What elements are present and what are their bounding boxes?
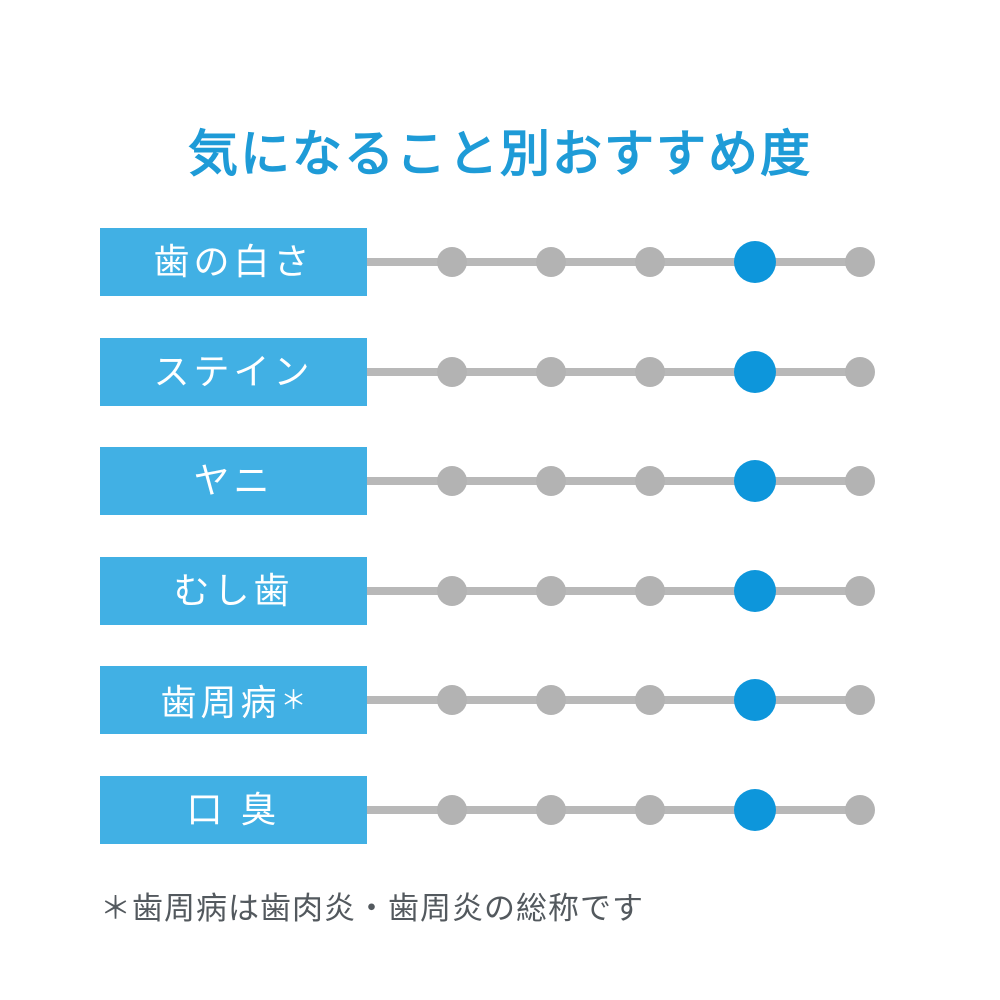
rating-row: 口 臭 <box>100 775 900 844</box>
footnote-text: ＊歯周病は歯肉炎・歯周炎の総称です <box>100 891 644 926</box>
rating-scale <box>367 338 900 406</box>
scale-dot-inactive <box>635 356 665 387</box>
rating-row: ヤニ <box>100 447 900 515</box>
rating-row: 歯の白さ <box>100 228 900 296</box>
scale-dot-inactive <box>845 685 875 715</box>
rating-row: ステイン <box>100 337 900 406</box>
page-title: 気になること別おすすめ度 <box>188 126 812 182</box>
row-label-text: 歯の白さ <box>153 241 314 282</box>
scale-track <box>367 258 860 266</box>
rating-scale <box>367 447 900 515</box>
scale-dot-active <box>734 460 776 502</box>
scale-dot-inactive <box>536 575 566 606</box>
row-label-1: 歯の白さ <box>100 228 367 296</box>
row-label-text: ヤニ <box>193 460 274 501</box>
scale-dot-inactive <box>845 356 875 387</box>
rating-scale <box>367 666 900 734</box>
scale-dot-inactive <box>536 247 566 277</box>
scale-track <box>367 805 860 814</box>
row-label-text: 歯周病 <box>160 682 281 723</box>
scale-dot-inactive <box>437 685 467 715</box>
scale-track <box>367 696 860 704</box>
scale-dot-inactive <box>536 356 566 387</box>
scale-dot-inactive <box>437 575 467 606</box>
row-label-text: ステイン <box>153 350 314 392</box>
scale-dot-active <box>734 350 776 393</box>
scale-dot-inactive <box>437 356 467 387</box>
row-label-text: 口 臭 <box>186 788 281 830</box>
row-label-3: ヤニ <box>100 447 367 515</box>
rating-scale <box>367 776 900 844</box>
scale-dot-active <box>734 679 776 721</box>
scale-track <box>367 367 860 376</box>
scale-dot-active <box>734 241 776 283</box>
footnote-marker-icon: ＊ <box>280 685 307 715</box>
scale-track <box>367 477 860 485</box>
scale-dot-inactive <box>536 794 566 825</box>
scale-dot-active <box>734 788 776 831</box>
row-label-2: ステイン <box>100 337 367 406</box>
scale-dot-inactive <box>536 466 566 496</box>
row-label-text: むし歯 <box>173 569 294 611</box>
scale-dot-inactive <box>437 466 467 496</box>
row-label-4: むし歯 <box>100 556 367 625</box>
scale-dot-inactive <box>536 685 566 715</box>
scale-dot-inactive <box>437 794 467 825</box>
scale-dot-inactive <box>845 794 875 825</box>
row-label-5: 歯周病＊ <box>100 666 367 734</box>
rating-scale <box>367 557 900 625</box>
scale-dot-inactive <box>635 685 665 715</box>
scale-dot-inactive <box>845 466 875 496</box>
rating-row: 歯周病＊ <box>100 666 900 734</box>
scale-dot-inactive <box>845 247 875 277</box>
scale-dot-inactive <box>635 466 665 496</box>
rating-scale <box>367 228 900 296</box>
scale-track <box>367 586 860 595</box>
scale-dot-active <box>734 569 776 612</box>
scale-dot-inactive <box>635 575 665 606</box>
rating-row: むし歯 <box>100 556 900 625</box>
scale-dot-inactive <box>635 794 665 825</box>
scale-dot-inactive <box>635 247 665 277</box>
row-label-6: 口 臭 <box>100 775 367 844</box>
scale-dot-inactive <box>437 247 467 277</box>
scale-dot-inactive <box>845 575 875 606</box>
